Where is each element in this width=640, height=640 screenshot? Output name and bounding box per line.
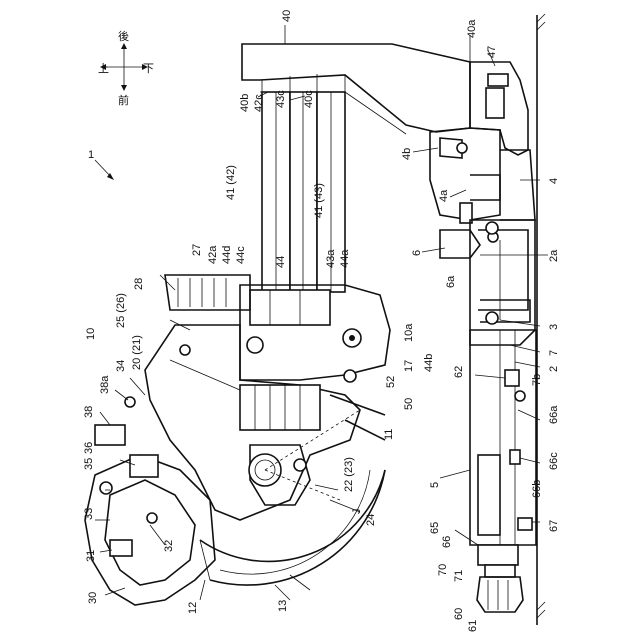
label-66a: 66a bbox=[548, 405, 560, 424]
label-44a: 44a bbox=[339, 249, 351, 268]
base-5 bbox=[470, 330, 536, 545]
label-4a: 4a bbox=[438, 189, 450, 202]
label-43a: 43a bbox=[325, 249, 337, 268]
label-25-26: 25 (26) bbox=[115, 293, 127, 328]
label-5: 5 bbox=[429, 482, 441, 488]
label-J: J bbox=[351, 509, 363, 515]
label-12: 12 bbox=[187, 602, 199, 614]
label-3: 3 bbox=[548, 324, 560, 330]
label-44d: 44d bbox=[221, 246, 233, 264]
carriage-44 bbox=[240, 285, 390, 382]
label-4b: 4b bbox=[401, 148, 413, 160]
label-70: 70 bbox=[437, 564, 449, 576]
label-10a: 10a bbox=[403, 323, 415, 342]
label-50: 50 bbox=[403, 398, 415, 410]
label-41-43: 41 (43) bbox=[313, 183, 325, 218]
figure-ref: 1 bbox=[88, 149, 94, 161]
handle-30 bbox=[85, 425, 215, 605]
turntable-base bbox=[470, 220, 535, 345]
label-40a: 40a bbox=[466, 19, 478, 38]
label-17: 17 bbox=[403, 360, 415, 372]
grip-28 bbox=[165, 275, 250, 310]
label-11: 11 bbox=[383, 429, 395, 440]
label-up: 上 bbox=[98, 62, 109, 75]
label-38: 38 bbox=[83, 406, 95, 418]
cutting-unit-10 bbox=[125, 325, 360, 520]
label-38a: 38a bbox=[99, 375, 111, 394]
label-40b: 40b bbox=[239, 94, 251, 112]
figure-ref-arrow bbox=[95, 160, 114, 180]
label-33: 33 bbox=[83, 508, 95, 520]
label-40c: 40c bbox=[303, 90, 315, 108]
label-30: 30 bbox=[87, 592, 99, 604]
label-71: 71 bbox=[453, 570, 465, 582]
label-down: 下 bbox=[143, 62, 154, 75]
label-6: 6 bbox=[411, 250, 423, 256]
label-61: 61 bbox=[467, 620, 479, 632]
label-44: 44 bbox=[275, 256, 287, 268]
label-41-42: 41 (42) bbox=[225, 165, 237, 200]
label-62: 62 bbox=[453, 366, 465, 378]
rear-support-4 bbox=[430, 62, 535, 258]
label-22-23: 22 (23) bbox=[343, 457, 355, 492]
label-47: 47 bbox=[486, 46, 498, 58]
label-13: 13 bbox=[277, 600, 289, 612]
label-52: 52 bbox=[385, 376, 397, 388]
label-35: 35 bbox=[83, 458, 95, 470]
label-7: 7 bbox=[548, 350, 560, 356]
label-rear: 後 bbox=[118, 29, 129, 43]
label-66: 66 bbox=[441, 536, 453, 548]
label-4: 4 bbox=[548, 178, 560, 184]
label-2: 2 bbox=[548, 366, 560, 372]
label-60: 60 bbox=[453, 608, 465, 620]
label-34: 34 bbox=[115, 360, 127, 372]
label-10: 10 bbox=[85, 328, 97, 340]
label-66c: 66c bbox=[548, 452, 560, 470]
label-28: 28 bbox=[133, 278, 145, 290]
label-6a: 6a bbox=[445, 275, 457, 288]
label-42a: 42a bbox=[207, 245, 219, 264]
label-42c: 42c bbox=[253, 94, 265, 112]
label-31: 31 bbox=[85, 550, 97, 562]
label-44c: 44c bbox=[235, 246, 247, 264]
label-27: 27 bbox=[191, 244, 203, 256]
label-40: 40 bbox=[281, 10, 293, 22]
label-32: 32 bbox=[163, 540, 175, 552]
label-2a: 2a bbox=[548, 249, 560, 262]
label-24: 24 bbox=[365, 514, 377, 526]
floor-surface bbox=[537, 14, 545, 625]
label-20-21: 20 (21) bbox=[131, 335, 143, 370]
label-65: 65 bbox=[429, 522, 441, 534]
label-43c: 43c bbox=[275, 90, 287, 108]
label-44b: 44b bbox=[423, 354, 435, 372]
label-front: 前 bbox=[118, 93, 129, 107]
label-36: 36 bbox=[83, 442, 95, 454]
label-7b: 7b bbox=[531, 374, 543, 386]
label-67: 67 bbox=[548, 520, 560, 532]
label-66b: 66b bbox=[531, 480, 543, 498]
